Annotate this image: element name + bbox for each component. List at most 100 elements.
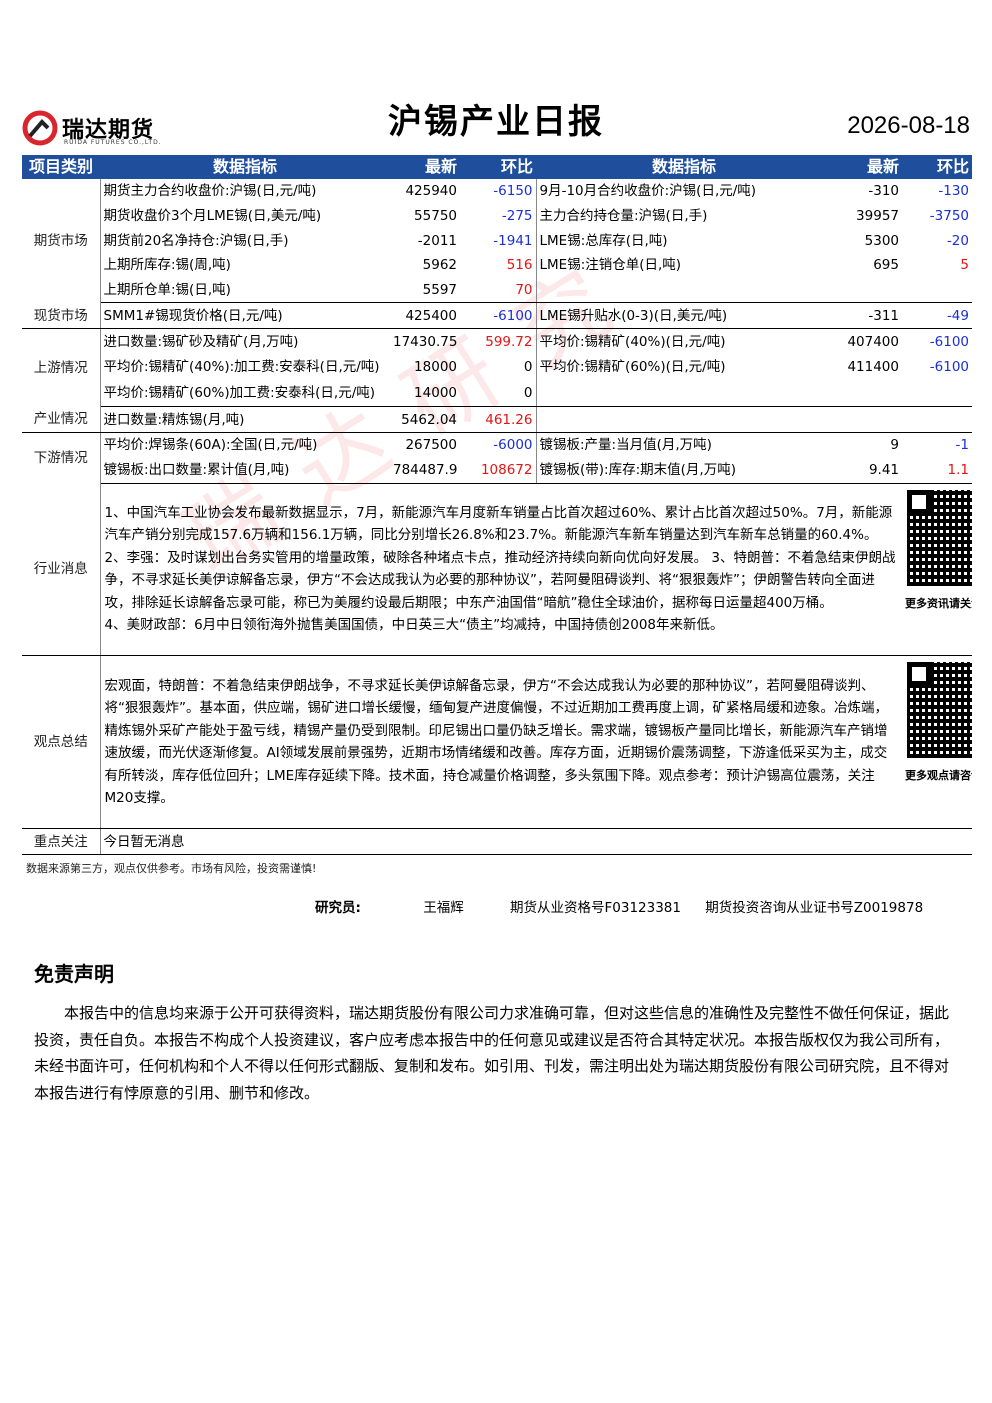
change-left: 516 (506, 257, 533, 274)
change-left: 461.26 (460, 406, 536, 433)
qr-code-icon (905, 487, 972, 588)
latest-left: 425400 (390, 302, 460, 330)
latest-right: 9 (890, 437, 899, 454)
latest-left: 784487.9 (390, 457, 460, 484)
indicator-right: LME锡升贴水(0-3)(日,美元/吨) (535, 302, 832, 330)
indicator-right: 平均价:锡精矿(40%)(日,元/吨) (535, 328, 832, 355)
change-right (902, 277, 972, 304)
change-right: -3750 (929, 208, 969, 224)
news-qr-cell: 更多资讯请关注! (902, 483, 972, 657)
latest-left: 267500 (405, 437, 457, 454)
indicator-left: 进口数量:锡矿砂及精矿(月,万吨) (103, 333, 299, 350)
qr-caption-view: 更多观点请咨询! (905, 769, 972, 783)
researcher-label: 研究员: (315, 900, 361, 916)
change-right: -20 (946, 232, 969, 249)
indicator-right: 镀锡板(带):库存:期末值(月,万吨) (535, 457, 832, 484)
news-text: 1、中国汽车工业协会发布最新数据显示，7月，新能源汽车月度新车销量占比首次超过6… (100, 483, 902, 657)
latest-left: 55750 (414, 208, 457, 224)
indicator-right: 9月-10月合约收盘价:沪锡(日,元/吨) (535, 179, 832, 204)
change-right: -6100 (929, 333, 969, 350)
indicator-left: 进口数量:精炼锡(月,吨) (100, 406, 390, 433)
latest-left: 5597 (390, 277, 460, 304)
news-row: 行业消息 1、中国汽车工业协会发布最新数据显示，7月，新能源汽车月度新车销量占比… (22, 483, 972, 657)
header-latest-left: 最新 (390, 155, 460, 179)
indicator-right: LME锡:总库存(日,吨) (535, 228, 832, 254)
change-right: 1.1 (902, 457, 972, 484)
researcher-line: 研究员: 王福辉 期货从业资格号F03123381 期货投资咨询从业证书号Z00… (315, 896, 965, 916)
latest-left: 14000 (390, 380, 460, 408)
view-qr-cell: 更多观点请咨询! (902, 655, 972, 830)
data-table: 项目类别 数据指标 最新 环比 数据指标 最新 环比 期货市场期货主力合约收盘价… (22, 155, 972, 855)
latest-right: 9.41 (832, 457, 902, 484)
report-date: 2026-08-18 (847, 112, 970, 139)
change-right: -49 (902, 302, 972, 330)
indicator-right: 主力合约持仓量:沪锡(日,手) (535, 203, 832, 229)
section-label-upstream: 上游情况 (22, 328, 101, 407)
indicator-left: 平均价:焊锡条(60A):全国(日,元/吨) (103, 437, 318, 454)
latest-right: -310 (868, 183, 899, 200)
latest-left: -2011 (417, 232, 457, 249)
section-label-view: 观点总结 (22, 655, 101, 830)
disclaimer-body: 本报告中的信息均来源于公开可获得资料，瑞达期货股份有限公司力求准确可靠，但对这些… (34, 1004, 950, 1102)
header-change-left: 环比 (460, 155, 536, 179)
data-source-note: 数据来源第三方，观点仅供参考。市场有风险，投资需谨慎! (26, 862, 317, 875)
focus-row: 重点关注 今日暂无消息 (22, 828, 972, 855)
latest-left: 17430.75 (393, 333, 458, 350)
indicator-left: 期货收盘价3个月LME锡(日,美元/吨) (103, 208, 322, 224)
indicator-right: 镀锡板:产量:当月值(月,万吨) (535, 432, 832, 458)
section-label-spot: 现货市场 (22, 302, 101, 330)
change-left: 108672 (460, 457, 536, 484)
logo-icon (22, 110, 58, 146)
header-change-right: 环比 (902, 155, 972, 179)
qr-caption-news: 更多资讯请关注! (905, 596, 972, 610)
change-left: -275 (501, 208, 533, 224)
header-category: 项目类别 (22, 155, 100, 179)
header-latest-right: 最新 (832, 155, 902, 179)
change-left: 599.72 (485, 333, 533, 350)
latest-right (832, 406, 902, 433)
latest-right (832, 277, 902, 304)
researcher-license-1: 期货从业资格号F03123381 (510, 900, 681, 916)
header-indicator-right: 数据指标 (536, 155, 832, 179)
change-left: -6150 (493, 183, 533, 200)
change-right (902, 406, 972, 433)
logo-text: 瑞达期货 (62, 118, 155, 143)
section-label-focus: 重点关注 (22, 828, 101, 855)
table-header-row: 项目类别 数据指标 最新 环比 数据指标 最新 环比 (22, 155, 972, 179)
indicator-right (535, 277, 832, 304)
disclaimer-title: 免责声明 (34, 962, 114, 986)
researcher-license-2: 期货投资咨询从业证书号Z0019878 (705, 900, 924, 916)
indicator-right (535, 380, 832, 408)
latest-right (832, 380, 902, 408)
header-indicator-left: 数据指标 (100, 155, 390, 179)
indicator-left: 镀锡板:出口数量:累计值(月,吨) (100, 457, 390, 484)
section-label-downstream: 下游情况 (22, 432, 101, 484)
page-title: 沪锡产业日报 (388, 102, 604, 142)
indicator-left: 期货主力合约收盘价:沪锡(日,元/吨) (103, 183, 317, 200)
change-right: 5 (960, 257, 969, 274)
change-left: -6100 (460, 302, 536, 330)
indicator-right: 平均价:锡精矿(60%)(日,元/吨) (535, 354, 832, 381)
latest-left: 5962 (422, 257, 457, 274)
change-right: -130 (938, 183, 969, 200)
section-label-futures: 期货市场 (22, 179, 101, 303)
wechat-qr-code-icon (905, 660, 972, 761)
indicator-left: 期货前20名净持仓:沪锡(日,手) (103, 232, 289, 249)
indicator-right: LME锡:注销仓单(日,吨) (535, 253, 832, 278)
latest-left: 18000 (414, 359, 457, 376)
change-left: 0 (460, 380, 536, 408)
latest-left: 425940 (405, 183, 457, 200)
indicator-left: SMM1#锡现货价格(日,元/吨) (100, 302, 390, 330)
change-right (902, 380, 972, 408)
